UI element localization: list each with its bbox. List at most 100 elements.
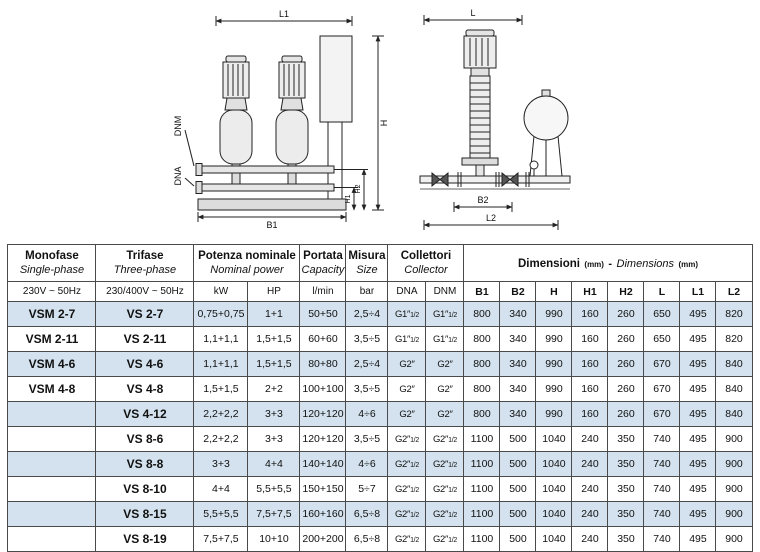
cell-dnm: G2″1/2 [425,451,465,477]
cell-dim-l2: 900 [715,426,753,452]
cell-dim-l1: 495 [679,451,717,477]
cell-dim-b1: 800 [463,351,501,377]
suction-manifold [201,183,335,192]
cell-lmin: 160+160 [299,501,347,527]
cell-dim-h1: 160 [571,401,609,427]
col-header-dimensioni: Dimensioni (mm) - Dimensions (mm) [463,244,753,282]
cell-dna: G1″1/2 [387,301,427,327]
col-header-monofase: Monofase Single-phase [7,244,97,282]
col-header-portata: Portata Capacity [299,244,347,282]
cell-bar: 2,5÷4 [345,301,389,327]
subheader-dnm: DNM [425,281,465,302]
dim-label-h: H [379,120,389,127]
gauge-icon [529,160,539,170]
cell-dim-l1: 495 [679,526,717,552]
cell-model-monofase [7,451,97,477]
pump-stages [470,82,490,154]
cell-dim-l1: 495 [679,401,717,427]
cell-dim-h: 1040 [535,501,573,527]
cell-bar: 6,5÷8 [345,501,389,527]
cell-dim-b2: 500 [499,426,537,452]
cell-dim-l2: 900 [715,526,753,552]
valve-icon [431,171,449,188]
subheader-h2: H2 [607,281,645,302]
cell-dim-l2: 840 [715,351,753,377]
cell-lmin: 140+140 [299,451,347,477]
cell-hp: 1+1 [247,301,301,327]
dim-label-l: L [470,8,475,18]
cell-dim-l1: 495 [679,326,717,352]
cell-dnm: G2″ [425,401,465,427]
cell-dim-l2: 840 [715,401,753,427]
cell-dim-b2: 500 [499,476,537,502]
subheader-h: H [535,281,573,302]
cell-kw: 2,2+2,2 [193,426,249,452]
cell-dim-b1: 1100 [463,451,501,477]
cell-dim-l: 740 [643,426,681,452]
cell-dim-h2: 350 [607,501,645,527]
vertical-pump-icon [461,29,499,177]
cell-dim-h1: 160 [571,351,609,377]
subheader-b1: B1 [463,281,501,302]
cell-dnm: G2″1/2 [425,476,465,502]
cell-model-trifase: VS 2-7 [95,301,195,327]
cell-dim-b1: 800 [463,401,501,427]
cell-dim-b2: 340 [499,351,537,377]
cell-dim-h: 990 [535,351,573,377]
cell-kw: 0,75+0,75 [193,301,249,327]
diagrams-section: L1 H B1 H1 H2 DNM DNA [0,0,760,242]
cell-dim-b2: 500 [499,501,537,527]
cell-kw: 7,5+7,5 [193,526,249,552]
cell-model-trifase: VS 2-11 [95,326,195,352]
cell-model-trifase: VS 8-6 [95,426,195,452]
cell-dnm: G2″1/2 [425,526,465,552]
cell-bar: 4÷6 [345,451,389,477]
subheader-kw: kW [193,281,249,302]
cell-dim-h: 990 [535,376,573,402]
subheader-dna: DNA [387,281,427,302]
cell-hp: 3+3 [247,426,301,452]
cell-dna: G2″1/2 [387,451,427,477]
subheader-h1: H1 [571,281,609,302]
cell-dna: G2″1/2 [387,476,427,502]
pressure-tank-icon [523,89,569,177]
cell-hp: 4+4 [247,451,301,477]
cell-lmin: 120+120 [299,426,347,452]
cell-dim-h: 990 [535,301,573,327]
cell-dnm: G2″ [425,351,465,377]
twin-pump-diagram: L1 H B1 H1 H2 DNM DNA [173,9,389,230]
cell-bar: 6,5÷8 [345,526,389,552]
cell-kw: 2,2+2,2 [193,401,249,427]
cell-dim-b1: 1100 [463,426,501,452]
cell-lmin: 50+50 [299,301,347,327]
cell-dim-h: 1040 [535,526,573,552]
cell-kw: 3+3 [193,451,249,477]
cell-dim-l2: 900 [715,501,753,527]
col-header-potenza: Potenza nominale Nominal power [193,244,301,282]
cell-hp: 2+2 [247,376,301,402]
cell-dim-l1: 495 [679,351,717,377]
cell-kw: 1,5+1,5 [193,376,249,402]
cell-dim-h: 990 [535,401,573,427]
cell-bar: 4÷6 [345,401,389,427]
cell-model-monofase [7,401,97,427]
cell-model-monofase [7,501,97,527]
cell-dim-b2: 500 [499,451,537,477]
cell-dim-h2: 260 [607,401,645,427]
cell-dnm: G2″1/2 [425,426,465,452]
cell-hp: 10+10 [247,526,301,552]
subheader-bar: bar [345,281,389,302]
subheader-lmin: l/min [299,281,347,302]
cell-dim-l: 740 [643,476,681,502]
cell-dim-l1: 495 [679,476,717,502]
cell-dim-h1: 160 [571,301,609,327]
cell-dim-b1: 1100 [463,476,501,502]
spec-table: Monofase Single-phase Trifase Three-phas… [7,244,753,552]
cell-bar: 2,5÷4 [345,351,389,377]
cell-kw: 4+4 [193,476,249,502]
cell-model-trifase: VS 4-6 [95,351,195,377]
